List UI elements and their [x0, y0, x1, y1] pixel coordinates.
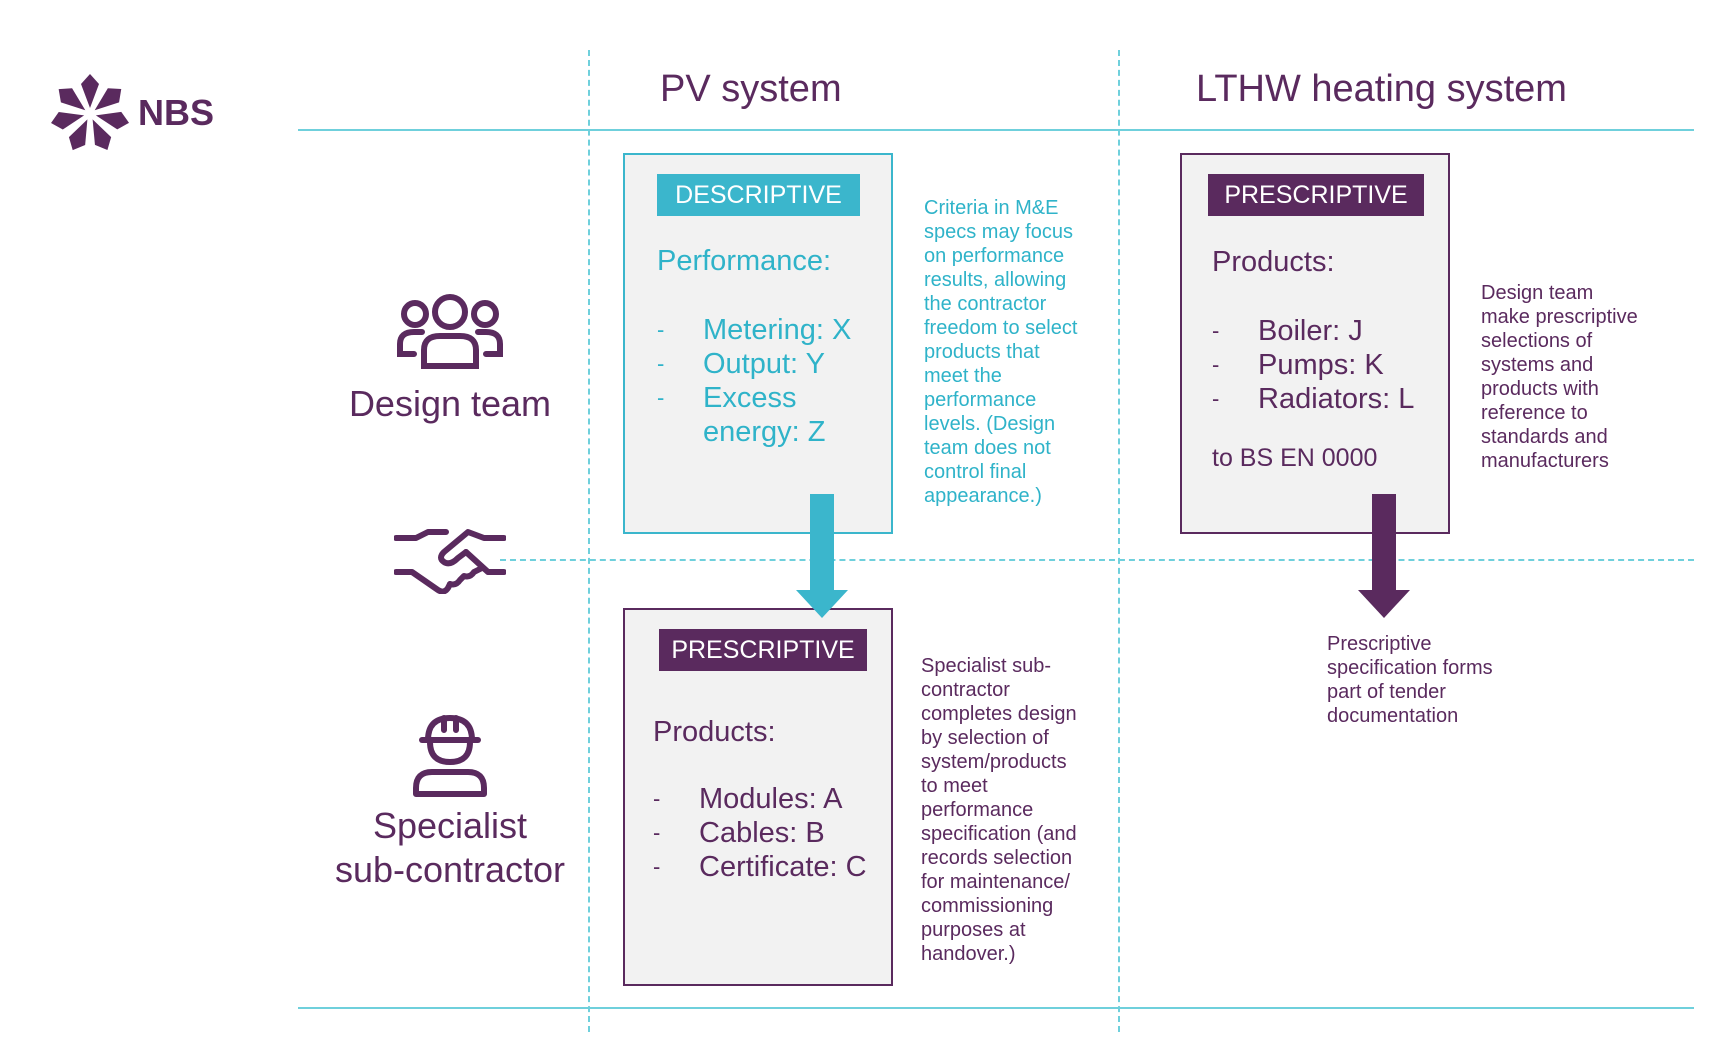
list-item: -Certificate: C [653, 851, 867, 883]
list-item: -Modules: A [653, 783, 843, 815]
role-sub-contractor: Specialist sub-contractor [300, 804, 600, 892]
logo-text: NBS [138, 92, 215, 133]
lthw-standard-reference: to BS EN 0000 [1212, 444, 1378, 472]
list-item: -Excess [657, 382, 797, 414]
worker-helmet-icon [413, 715, 487, 797]
pv-descriptive-list: -Metering: X -Output: Y -Excess energy: … [657, 313, 887, 449]
handshake-icon [394, 529, 506, 594]
people-icon [397, 294, 503, 369]
pv-prescriptive-heading: Products: [653, 716, 776, 748]
header-divider [298, 129, 1694, 131]
column-divider-left [588, 50, 590, 1032]
role-sub-contractor-line1: Specialist [372, 805, 528, 846]
lthw-prescriptive-list: -Boiler: J -Pumps: K -Radiators: L [1212, 314, 1442, 416]
lthw-flow-arrow [1358, 494, 1410, 618]
nbs-logo-icon [51, 74, 130, 151]
column-header-pv: PV system [660, 68, 842, 110]
prescriptive-badge: PRESCRIPTIVE [1208, 174, 1424, 216]
list-item: -Cables: B [653, 817, 825, 849]
list-item: energy: Z [703, 416, 826, 448]
role-design-team: Design team [348, 383, 552, 424]
column-divider-right [1118, 50, 1120, 1032]
pv-prescriptive-card: PRESCRIPTIVE Products: -Modules: A -Cabl… [623, 608, 893, 986]
pv-descriptive-heading: Performance: [657, 245, 832, 277]
pv-descriptive-card: DESCRIPTIVE Performance: -Metering: X -O… [623, 153, 893, 534]
role-divider [500, 559, 1694, 561]
bottom-divider [298, 1007, 1694, 1009]
column-header-lthw: LTHW heating system [1196, 68, 1567, 110]
descriptive-badge: DESCRIPTIVE [657, 174, 860, 216]
role-sub-contractor-line2: sub-contractor [334, 849, 566, 890]
list-item: -Radiators: L [1212, 383, 1415, 415]
prescriptive-badge: PRESCRIPTIVE [659, 629, 867, 671]
lthw-prescriptive-heading: Products: [1212, 246, 1335, 278]
list-item: -Output: Y [657, 348, 825, 380]
nbs-logo: NBS [50, 74, 220, 154]
list-item: -Metering: X [657, 314, 852, 346]
list-item: -Boiler: J [1212, 315, 1363, 347]
lthw-prescriptive-card: PRESCRIPTIVE Products: -Boiler: J -Pumps… [1180, 153, 1450, 534]
pv-prescriptive-list: -Modules: A -Cables: B -Certificate: C [653, 782, 893, 884]
pv-flow-arrow [796, 494, 848, 618]
list-item: -Pumps: K [1212, 349, 1384, 381]
